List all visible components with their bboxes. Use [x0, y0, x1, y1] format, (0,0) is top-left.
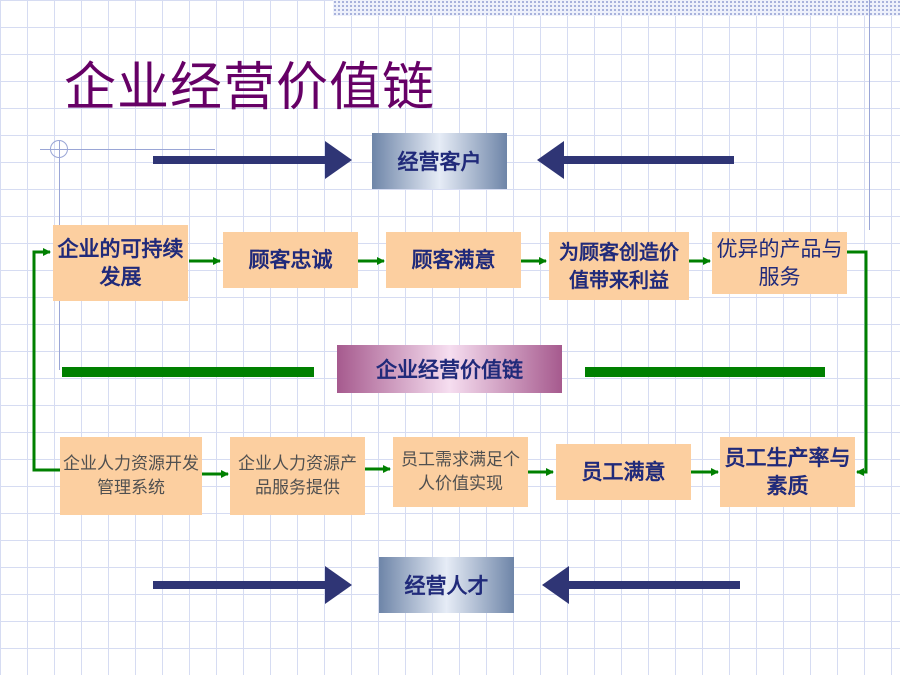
target-talent: 经营人才 [379, 557, 514, 613]
node-employee-needs: 员工需求满足个人价值实现 [393, 437, 528, 507]
left-arrow-icon [537, 141, 734, 179]
node-employee-satisfaction: 员工满意 [556, 444, 691, 500]
node-products-services: 优异的产品与服务 [712, 232, 847, 294]
center-value-chain-label: 企业经营价值链 [337, 345, 562, 393]
node-customer-satisfaction: 顾客满意 [386, 232, 521, 288]
decorative-horizontal-line [40, 149, 215, 150]
node-employee-productivity: 员工生产率与素质 [720, 437, 855, 507]
loop-connector-right [847, 250, 868, 476]
target-customers: 经营客户 [372, 133, 507, 189]
node-sustainable-development: 企业的可持续发展 [53, 225, 188, 301]
node-hr-service-provision: 企业人力资源产品服务提供 [230, 437, 365, 515]
left-arrow-icon [542, 566, 740, 604]
right-arrow-icon [153, 566, 352, 604]
node-customer-value: 为顾客创造价值带来利益 [549, 232, 689, 300]
decorative-vertical-line [869, 0, 870, 230]
dotted-header-band [333, 0, 900, 16]
loop-connector-left [32, 248, 60, 472]
right-arrow-icon [153, 141, 352, 179]
decorative-circle [50, 140, 68, 158]
node-hr-management-system: 企业人力资源开发管理系统 [60, 437, 202, 515]
node-customer-loyalty: 顾客忠诚 [223, 232, 358, 288]
divider-bar [585, 367, 825, 377]
page-title: 企业经营价值链 [64, 58, 436, 118]
divider-bar [62, 367, 314, 377]
